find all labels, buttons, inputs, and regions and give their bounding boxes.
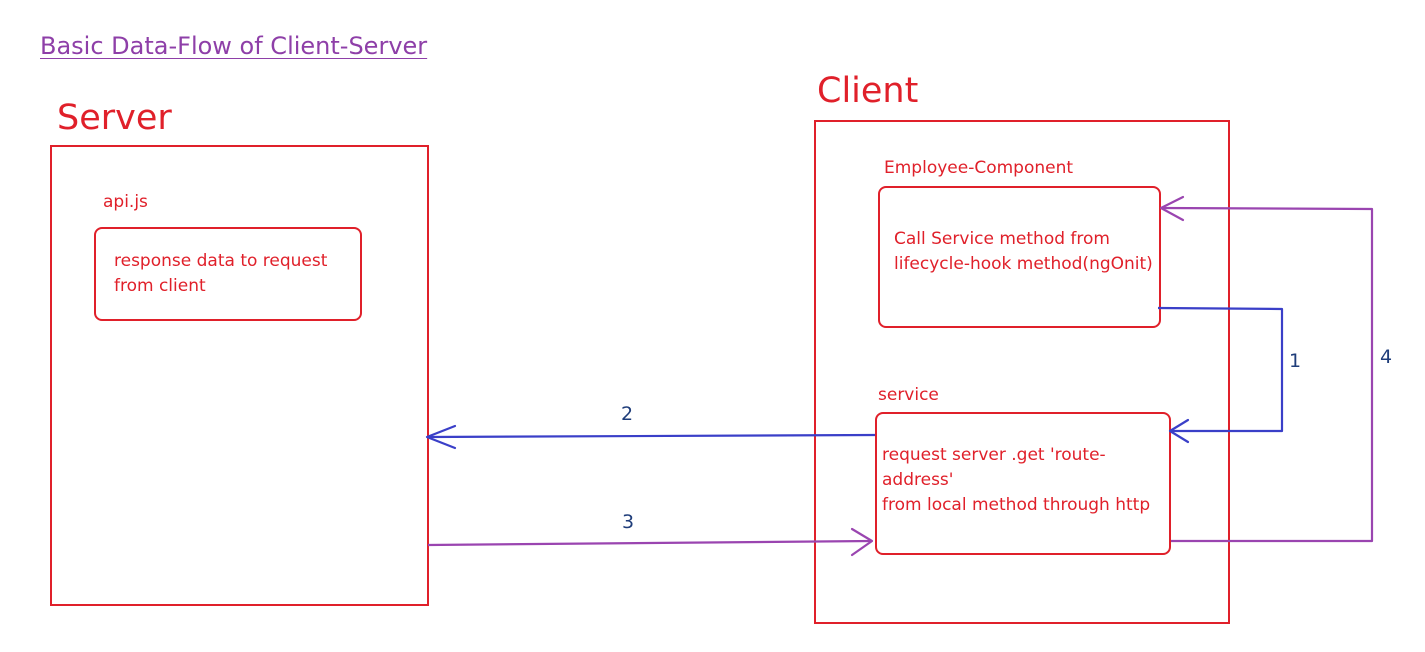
service-label: service bbox=[878, 385, 939, 405]
service-text-line: from local method through http bbox=[882, 495, 1151, 515]
component-text-line: lifecycle-hook method(ngOnit) bbox=[894, 254, 1153, 274]
step-4-label: 4 bbox=[1380, 346, 1393, 368]
service-text-line: address' bbox=[882, 470, 954, 490]
step-2-label: 2 bbox=[621, 403, 634, 425]
component-box bbox=[878, 186, 1161, 328]
component-label: Employee-Component bbox=[884, 158, 1074, 178]
component-text: Call Service method from lifecycle-hook … bbox=[894, 227, 1153, 277]
arrow-2 bbox=[426, 433, 876, 439]
server-box bbox=[50, 145, 429, 606]
step-1-label: 1 bbox=[1289, 350, 1302, 372]
api-response-box bbox=[94, 227, 362, 321]
client-label: Client bbox=[817, 71, 919, 111]
step-3-label: 3 bbox=[622, 511, 635, 533]
api-file-label: api.js bbox=[103, 192, 148, 212]
api-response-line: from client bbox=[114, 276, 206, 296]
diagram-title: Basic Data-Flow of Client-Server bbox=[40, 32, 428, 60]
component-text-line: Call Service method from bbox=[894, 229, 1110, 249]
arrow-3 bbox=[427, 539, 873, 547]
arrow-2-head bbox=[425, 424, 457, 450]
server-label: Server bbox=[57, 98, 172, 138]
service-text: request server .get 'route- address' fro… bbox=[882, 443, 1150, 518]
service-text-line: request server .get 'route- bbox=[882, 445, 1106, 465]
api-response-line: response data to request bbox=[114, 251, 328, 271]
api-response-text: response data to request from client bbox=[114, 249, 327, 299]
